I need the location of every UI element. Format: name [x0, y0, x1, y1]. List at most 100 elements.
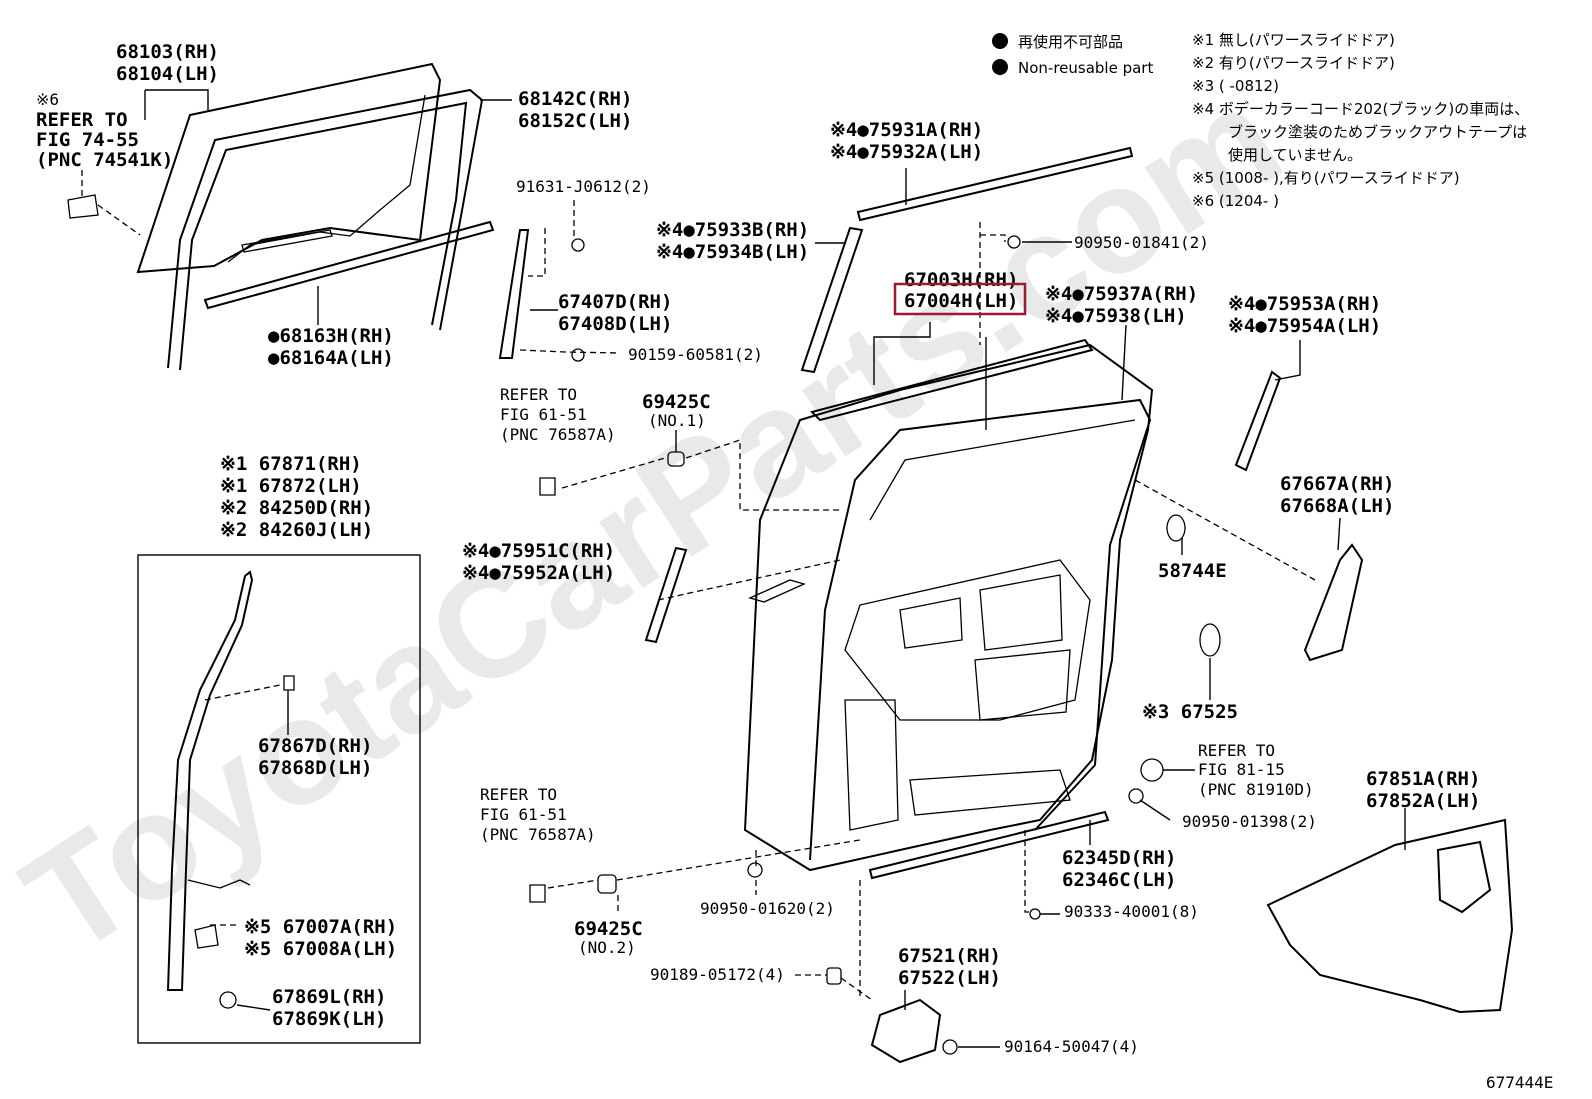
part-label: ※4●75952A(LH) [462, 562, 615, 584]
figure-id: 677444E [1486, 1073, 1553, 1092]
ref-note: FIG 74-55 [36, 129, 139, 151]
part-label: 91631-J0612(2) [516, 177, 651, 196]
part-label: ※4●75933B(RH) [656, 219, 809, 241]
lower-weatherstrip-drawing [868, 810, 1110, 880]
door-glass-drawing [136, 62, 442, 274]
legend-non-reusable-en: Non-reusable part [1018, 59, 1153, 77]
front-lower-tape-drawing [644, 546, 688, 644]
highlight-box [893, 282, 1027, 316]
part-label: 68103(RH) [116, 41, 219, 63]
part-label: (NO.2) [578, 938, 636, 957]
part-label: ※1 67872(LH) [220, 475, 362, 497]
door-panel-drawing [743, 343, 1221, 872]
lower-roller-drawing [870, 998, 942, 1064]
ref-note: REFER TO [1198, 741, 1275, 760]
legend-non-reusable-jp: 再使用不可部品 [1018, 33, 1123, 51]
part-label: 69425C [574, 918, 643, 940]
part-label: 90159-60581(2) [628, 345, 763, 364]
non-reusable-marker-icon [992, 33, 1008, 49]
part-label: ※4●75932A(LH) [830, 141, 983, 163]
part-label: 68142C(RH) [518, 88, 632, 110]
part-label: 90333-40001(8) [1064, 902, 1199, 921]
part-label: (NO.1) [648, 411, 706, 430]
ref-note: ※6 [36, 90, 59, 109]
part-label: 67407D(RH) [558, 291, 672, 313]
remark-4: ※4 ボデーカラーコード202(ブラック)の車両は、 [1192, 100, 1529, 118]
part-label: ※4●75931A(RH) [830, 119, 983, 141]
upper-tape-drawing [856, 146, 1134, 222]
division-bar-drawing [498, 229, 585, 362]
part-label: ※4●75953A(RH) [1228, 293, 1381, 315]
part-label: ※5 67007A(RH) [244, 916, 397, 938]
part-label: ※4●75934B(LH) [656, 241, 809, 263]
ref-note: FIG 61-51 [480, 805, 567, 824]
leader-lines [81, 89, 1406, 1048]
remark-6: ※6 (1204- ) [1192, 192, 1279, 210]
part-label: 90950-01841(2) [1074, 233, 1209, 252]
part-label-highlighted: 67004H(LH) [904, 290, 1018, 312]
part-label: 67851A(RH) [1366, 768, 1480, 790]
part-label: 62345D(RH) [1062, 847, 1176, 869]
part-label: 62346C(LH) [1062, 869, 1176, 891]
ref-note: FIG 81-15 [1198, 760, 1285, 779]
ref-note: (PNC 74541K) [36, 149, 173, 171]
part-label: ※4●75938(LH) [1045, 305, 1187, 327]
remark-3: ※3 ( -0812) [1192, 77, 1279, 95]
part-label: ※4●75937A(RH) [1045, 283, 1198, 305]
glass-run-drawing [167, 88, 484, 371]
remarks: ※1 無し(パワースライドドア) ※2 有り(パワースライドドア) ※3 ( -… [1192, 31, 1529, 210]
part-label: 67408D(LH) [558, 313, 672, 335]
part-label: 67521(RH) [898, 945, 1001, 967]
part-label: 67667A(RH) [1280, 473, 1394, 495]
door-frame-moulding-drawing [810, 338, 1094, 422]
remark-4-cont-2: 使用していません。 [1228, 146, 1362, 164]
ref-note: (PNC 76587A) [480, 825, 596, 844]
part-label: 68152C(LH) [518, 110, 632, 132]
remark-2: ※2 有り(パワースライドドア) [1192, 54, 1395, 72]
ref-note: (PNC 81910D) [1198, 780, 1314, 799]
part-label: 67522(LH) [898, 967, 1001, 989]
remark-5: ※5 (1008- ),有り(パワースライドドア) [1192, 169, 1460, 187]
part-label: 90189-05172(4) [650, 965, 785, 984]
part-label: 67868D(LH) [258, 757, 372, 779]
non-reusable-marker-icon [992, 59, 1008, 75]
rear-bracket-drawing [1303, 543, 1364, 662]
belt-moulding-drawing [203, 220, 495, 310]
part-label: 68104(LH) [116, 63, 219, 85]
front-weatherstrip-drawing [166, 570, 295, 1009]
part-label: 58744E [1158, 560, 1227, 582]
part-label: 67869K(LH) [272, 1008, 386, 1030]
ref-note: FIG 61-51 [500, 405, 587, 424]
remark-1: ※1 無し(パワースライドドア) [1192, 31, 1395, 49]
ref-note: REFER TO [480, 785, 557, 804]
service-hole-cover-drawing [1266, 818, 1514, 1014]
part-label: ※2 84260J(LH) [220, 519, 373, 541]
part-label: 67869L(RH) [272, 986, 386, 1008]
ref-note: REFER TO [36, 109, 128, 131]
part-label: ※3 67525 [1142, 701, 1238, 723]
part-label: 67867D(RH) [258, 735, 372, 757]
part-label: 67668A(LH) [1280, 495, 1394, 517]
part-label: 69425C [642, 391, 711, 413]
remark-4-cont-1: ブラック塗装のためブラックアウトテープは [1228, 123, 1527, 141]
part-label: ※5 67008A(LH) [244, 938, 397, 960]
part-labels: 68103(RH) 68104(LH) ※6 REFER TO FIG 74-5… [36, 41, 1553, 1092]
inset-box [137, 554, 421, 1044]
part-label: 90950-01398(2) [1182, 812, 1317, 831]
part-label: ※4●75951C(RH) [462, 540, 615, 562]
part-label: ※1 67871(RH) [220, 453, 362, 475]
part-label: 90164-50047(4) [1004, 1037, 1139, 1056]
part-label: ●68164A(LH) [268, 347, 394, 369]
part-label: 67003H(RH) [904, 269, 1018, 291]
ref-note: REFER TO [500, 385, 577, 404]
part-label: 67852A(LH) [1366, 790, 1480, 812]
part-label: ※2 84250D(RH) [220, 497, 373, 519]
legend: 再使用不可部品 Non-reusable part [992, 33, 1153, 77]
ref-note: (PNC 76587A) [500, 425, 616, 444]
part-label: ●68163H(RH) [268, 325, 394, 347]
rear-tape-drawing [1234, 370, 1282, 472]
part-label: 90950-01620(2) [700, 899, 835, 918]
front-upper-tape-drawing [800, 226, 864, 374]
part-label: ※4●75954A(LH) [1228, 315, 1381, 337]
